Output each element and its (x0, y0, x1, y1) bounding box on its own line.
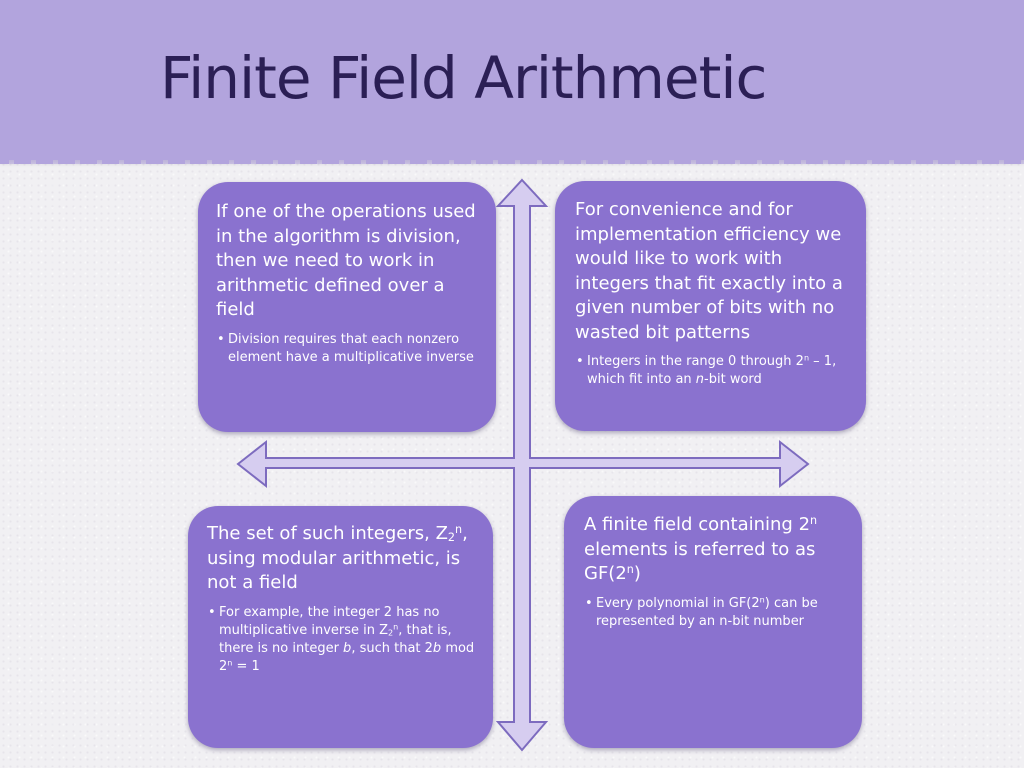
quadrant-bottom-left: The set of such integers, Z2n, using mod… (188, 506, 493, 748)
bullet-marker: • (217, 331, 225, 347)
quadrant-top-left-lead: If one of the operations used in the alg… (216, 201, 476, 320)
quadrant-bottom-right-lead: A finite field containing 2n elements is… (584, 513, 852, 587)
italic-variable: n (695, 372, 705, 387)
bullet-text-part: Integers in the range 0 through 2 (587, 354, 804, 369)
quadrant-top-right: For convenience and for implementation e… (555, 181, 866, 431)
superscript-n: n (455, 522, 463, 536)
quadrant-top-left: If one of the operations used in the alg… (198, 182, 496, 432)
lead-text-part: elements is referred to as GF(2 (584, 538, 816, 585)
superscript-n: n (810, 513, 818, 527)
quadrant-bottom-left-lead: The set of such integers, Z2n, using mod… (207, 522, 483, 596)
bullet-marker: • (208, 604, 216, 620)
quadrant-bottom-right-bullets: •Every polynomial in GF(2n) can be repre… (584, 595, 852, 631)
quadrant-bottom-left-bullets: •For example, the integer 2 has no multi… (207, 604, 483, 676)
italic-variable: b (343, 640, 352, 656)
quadrant-top-right-lead: For convenience and for implementation e… (575, 199, 843, 343)
cross-arrow-icon (236, 178, 810, 752)
superscript-n: n (393, 622, 399, 632)
superscript-n: n (626, 562, 634, 576)
bullet-text-part: Every polynomial in GF(2 (596, 595, 760, 611)
italic-variable: b (432, 640, 442, 656)
quadrant-top-right-bullets: •Integers in the range 0 through 2n – 1,… (575, 353, 856, 389)
lead-text-part: ) (633, 563, 641, 584)
superscript-n: n (803, 353, 810, 363)
quadrant-top-left-bullets: •Division requires that each nonzero ele… (216, 331, 484, 367)
quadrant-bottom-right: A finite field containing 2n elements is… (564, 496, 862, 748)
bullet-item: •Every polynomial in GF(2n) can be repre… (585, 595, 852, 631)
bullet-text-part: , that is, there is no integer (219, 622, 452, 656)
bullet-item: •For example, the integer 2 has no multi… (208, 604, 483, 676)
superscript-n: n (759, 595, 765, 605)
slide-title: Finite Field Arithmetic (160, 44, 767, 112)
title-band: Finite Field Arithmetic (0, 0, 1024, 164)
bullet-item: •Division requires that each nonzero ele… (217, 331, 484, 367)
bullet-marker: • (576, 354, 584, 369)
bullet-marker: • (585, 595, 593, 611)
bullet-text-part: -bit word (704, 372, 762, 387)
bullet-text-part: – 1, which fit into an (587, 354, 837, 387)
bullet-text-part: For example, the integer 2 has no multip… (219, 604, 440, 638)
bullet-text-part: , such that 2 (351, 640, 433, 656)
bullet-text-part: ) can be represented by an n-bit number (596, 595, 818, 629)
subscript-2: 2 (447, 531, 456, 545)
bullet-text-part: = 1 (232, 658, 260, 674)
lead-text-part: , using modular arithmetic, is not a fie… (207, 523, 468, 593)
lead-text-part: The set of such integers, Z (207, 523, 448, 544)
subscript-2: 2 (388, 628, 394, 638)
lead-text-part: A finite field containing 2 (584, 514, 811, 535)
bullet-item: •Integers in the range 0 through 2n – 1,… (576, 353, 856, 389)
bullet-text: Division requires that each nonzero elem… (228, 331, 474, 365)
superscript-n: n (227, 658, 233, 668)
bullet-text-part: mod 2 (219, 640, 475, 674)
